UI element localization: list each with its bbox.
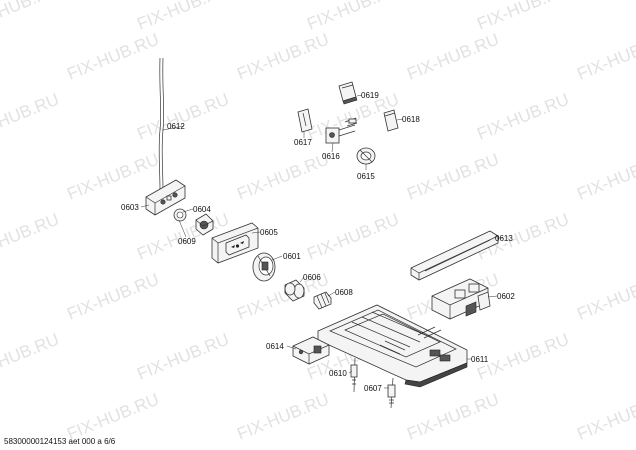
watermark-text: FIX-HUB.RU: [134, 0, 231, 34]
part-0613-rail: [410, 230, 499, 281]
watermark-text: FIX-HUB.RU: [64, 30, 161, 84]
part-0605-control-plate: [211, 222, 259, 264]
part-0603-bracket: [145, 179, 186, 216]
leader-lines: [140, 94, 503, 389]
label-0615: 0615: [357, 172, 375, 181]
label-0601: 0601: [283, 252, 301, 261]
label-0613: 0613: [495, 234, 513, 243]
label-0611: 0611: [471, 355, 489, 364]
label-0605: 0605: [260, 228, 278, 237]
watermark-text: FIX-HUB.RU: [64, 270, 161, 324]
part-0608-screw: [313, 291, 332, 310]
part-0617-plate: [297, 108, 313, 133]
label-0606: 0606: [303, 273, 321, 282]
part-0609-nut: [173, 208, 187, 222]
label-0604: 0604: [193, 205, 211, 214]
watermark-text: FIX-HUB.RU: [304, 0, 401, 34]
watermark-text: FIX-HUB.RU: [404, 30, 501, 84]
label-0603: 0603: [121, 203, 139, 212]
label-0609: 0609: [178, 237, 196, 246]
watermark-text: FIX-HUB.RU: [134, 90, 231, 144]
label-0602: 0602: [497, 292, 515, 301]
watermark-text: FIX-HUB.RU: [574, 150, 636, 204]
watermark-text: FIX-HUB.RU: [0, 0, 62, 34]
label-0619: 0619: [361, 91, 379, 100]
watermark-text: FIX-HUB.RU: [474, 330, 571, 384]
watermark-text: FIX-HUB.RU: [0, 90, 62, 144]
label-0618: 0618: [402, 115, 420, 124]
part-drawings: [140, 57, 503, 409]
label-0617: 0617: [294, 138, 312, 147]
watermark-text: FIX-HUB.RU: [0, 330, 62, 384]
label-0616: 0616: [322, 152, 340, 161]
watermark-text: FIX-HUB.RU: [474, 0, 571, 34]
part-0604-fitting: [195, 213, 214, 236]
watermark-text: FIX-HUB.RU: [574, 30, 636, 84]
part-0619-clip: [338, 81, 358, 105]
part-0610-pin: [350, 357, 358, 393]
part-0606-sleeve: [284, 279, 305, 302]
watermark-text: FIX-HUB.RU: [574, 270, 636, 324]
watermark-text: FIX-HUB.RU: [64, 390, 161, 444]
label-0610: 0610: [329, 369, 347, 378]
label-0614: 0614: [266, 342, 284, 351]
document-footer-code: 58300000124153 aet 000 a 6/6: [4, 437, 116, 446]
label-0608: 0608: [335, 288, 353, 297]
part-0616-bracket: [325, 117, 358, 144]
part-0614-bracket: [292, 336, 330, 365]
part-0607-injector: [387, 377, 396, 409]
watermark-text: FIX-HUB.RU: [404, 150, 501, 204]
watermark-text: FIX-HUB.RU: [0, 210, 62, 264]
watermark-text: FIX-HUB.RU: [134, 330, 231, 384]
watermark-text: FIX-HUB.RU: [234, 150, 331, 204]
watermark-text: FIX-HUB.RU: [234, 30, 331, 84]
watermark-text: FIX-HUB.RU: [574, 390, 636, 444]
part-0601-knob: [252, 252, 276, 282]
part-0602-bracket: [431, 278, 491, 320]
watermark-text: FIX-HUB.RU: [404, 390, 501, 444]
part-0611-burner-plate: [317, 304, 468, 388]
part-0618-plate: [383, 109, 399, 132]
watermark-text: FIX-HUB.RU: [474, 90, 571, 144]
watermark-text: FIX-HUB.RU: [64, 150, 161, 204]
part-0615-disc: [356, 147, 376, 165]
label-0612: 0612: [167, 122, 185, 131]
watermark-text: FIX-HUB.RU: [234, 390, 331, 444]
watermark-text: FIX-HUB.RU: [304, 210, 401, 264]
label-0607: 0607: [364, 384, 382, 393]
part-labels: 0612 0603 0604 0609 0605 0601 0606 0608 …: [121, 91, 515, 393]
